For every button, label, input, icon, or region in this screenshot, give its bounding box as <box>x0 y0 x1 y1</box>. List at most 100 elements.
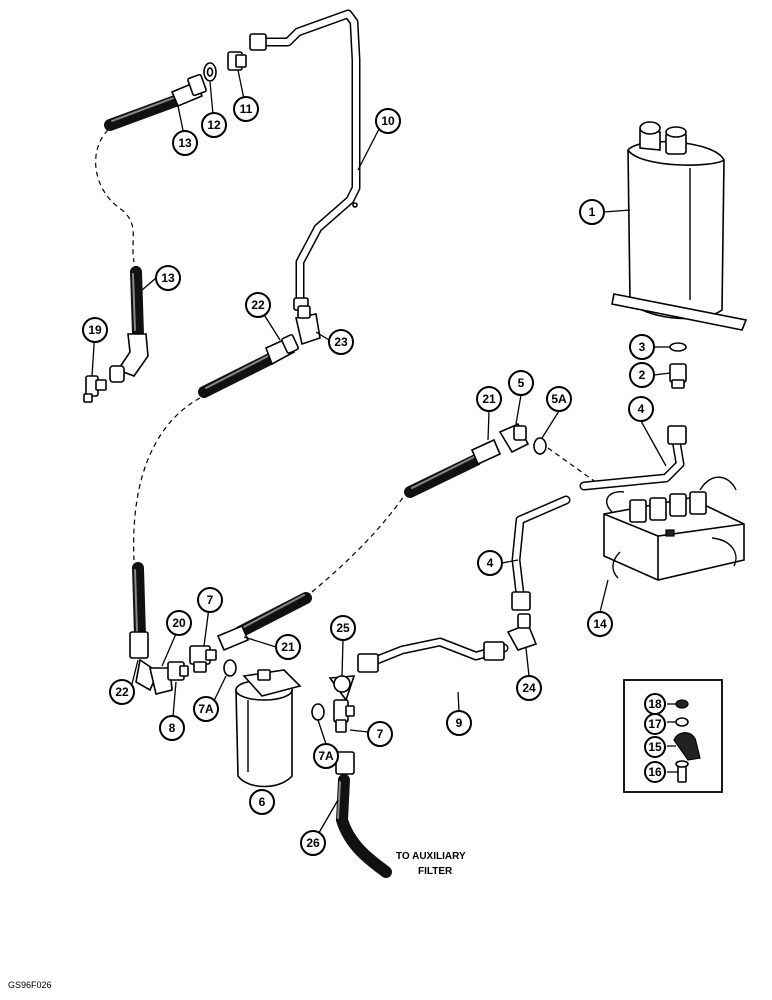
callout-5a: 5A <box>546 386 572 412</box>
callout-10: 10 <box>375 108 401 134</box>
adapter-fitting-11 <box>227 51 247 71</box>
callout-9-label: 9 <box>456 716 463 730</box>
hose-26 <box>335 751 392 878</box>
callout-7a-upper-label: 7A <box>198 702 214 716</box>
callout-7a-upper: 7A <box>193 696 219 722</box>
steel-tube-4-upper <box>579 425 687 491</box>
callout-5: 5 <box>508 370 534 396</box>
callout-7a-lower-label: 7A <box>318 749 334 763</box>
callout-9: 9 <box>446 710 472 736</box>
o-ring-5a <box>533 437 547 455</box>
callout-7-right: 7 <box>367 721 393 747</box>
elbow-fitting-20 <box>148 667 173 695</box>
callout-14-label: 14 <box>593 617 607 631</box>
callout-5a-label: 5A <box>551 392 567 406</box>
hose-22-continuation <box>133 397 201 561</box>
callout-12-label: 12 <box>207 118 221 132</box>
nut-18 <box>675 699 689 709</box>
hose-21-upper <box>404 438 502 498</box>
adapter-fitting-2 <box>669 363 687 389</box>
clamp-15 <box>673 732 701 761</box>
callout-23-label: 23 <box>334 335 348 349</box>
callout-26: 26 <box>300 830 326 856</box>
callout-25: 25 <box>330 615 356 641</box>
steel-tube-4-lower <box>511 495 571 611</box>
callout-1: 1 <box>579 199 605 225</box>
callout-1-label: 1 <box>589 205 596 219</box>
tee-fitting-7-right <box>333 699 355 733</box>
o-ring-7a-lower <box>311 703 325 721</box>
callout-13-lower: 13 <box>155 265 181 291</box>
callout-16: 16 <box>644 761 666 783</box>
callout-3-label: 3 <box>639 340 646 354</box>
lock-washer-17 <box>675 717 689 727</box>
callout-8: 8 <box>159 715 185 741</box>
hose-21-lower <box>216 592 312 652</box>
steel-tube-9 <box>357 637 509 673</box>
callout-7-left: 7 <box>197 587 223 613</box>
callout-23: 23 <box>328 329 354 355</box>
callout-17-label: 17 <box>648 717 662 731</box>
hose-13-continuation <box>95 129 135 263</box>
callout-20-label: 20 <box>172 616 186 630</box>
o-ring-12 <box>203 62 217 82</box>
callout-24-label: 24 <box>522 681 536 695</box>
callout-7-right-label: 7 <box>377 727 384 741</box>
callout-22-upper: 22 <box>245 292 271 318</box>
callout-22-lower: 22 <box>109 679 135 705</box>
tee-fitting-19 <box>83 375 107 403</box>
callout-11: 11 <box>233 96 259 122</box>
callout-26-label: 26 <box>306 836 320 850</box>
callout-2: 2 <box>629 362 655 388</box>
callout-13-lower-label: 13 <box>161 271 175 285</box>
clamp-hardware-inset <box>623 679 723 793</box>
callout-4-upper: 4 <box>628 396 654 422</box>
callout-10-label: 10 <box>381 114 395 128</box>
callout-22-lower-label: 22 <box>115 685 129 699</box>
o-ring-3 <box>669 342 687 352</box>
callout-14: 14 <box>587 611 613 637</box>
callout-20: 20 <box>166 610 192 636</box>
callout-4-lower: 4 <box>477 550 503 576</box>
callout-18: 18 <box>644 693 666 715</box>
hose-22-upper <box>198 334 299 398</box>
callout-8-label: 8 <box>169 721 176 735</box>
tee-fitting-7-left <box>189 645 217 673</box>
callout-12: 12 <box>201 112 227 138</box>
hose-13-upper <box>104 73 207 131</box>
callout-16-label: 16 <box>648 765 662 779</box>
callout-18-label: 18 <box>648 697 662 711</box>
callout-24: 24 <box>516 675 542 701</box>
callout-7-left-label: 7 <box>207 593 214 607</box>
callout-4-upper-label: 4 <box>638 402 645 416</box>
callout-22-upper-label: 22 <box>251 298 265 312</box>
callout-25-label: 25 <box>336 621 350 635</box>
callout-7a-lower: 7A <box>313 743 339 769</box>
callout-11-label: 11 <box>240 102 253 116</box>
callout-19: 19 <box>82 317 108 343</box>
hydraulic-reservoir-1 <box>611 121 748 331</box>
callout-3: 3 <box>629 334 655 360</box>
elbow-fitting-24 <box>506 613 538 651</box>
steel-tube-10 <box>249 9 361 311</box>
callout-17: 17 <box>644 713 666 735</box>
note-line-2: FILTER <box>418 866 453 877</box>
callout-21-lower-label: 21 <box>281 640 295 654</box>
adapter-fitting-8 <box>167 661 189 681</box>
swivel-fitting-25 <box>328 675 356 702</box>
note-line-1: TO AUXILIARY <box>396 851 466 862</box>
callout-21-upper: 21 <box>476 386 502 412</box>
callout-13-upper: 13 <box>172 130 198 156</box>
hose-21-continuation <box>311 495 405 593</box>
control-valve-14 <box>603 476 745 581</box>
callout-15-label: 15 <box>648 740 662 754</box>
elbow-fitting-5 <box>498 422 530 454</box>
callout-21-upper-label: 21 <box>482 392 496 406</box>
callout-2-label: 2 <box>639 368 646 382</box>
callout-15: 15 <box>644 736 666 758</box>
callout-4-lower-label: 4 <box>487 556 494 570</box>
callout-5-label: 5 <box>518 376 525 390</box>
callout-21-lower: 21 <box>275 634 301 660</box>
hose-13-lower <box>109 266 149 383</box>
